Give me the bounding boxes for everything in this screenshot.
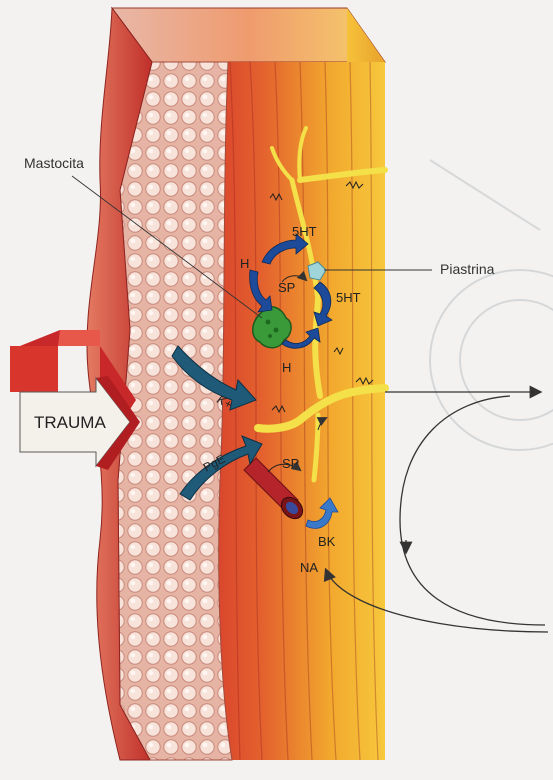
substance-p-label-bottom: SP [282, 456, 299, 471]
fat-cell-layer [118, 62, 232, 760]
histamine-label-bottom: H [282, 360, 291, 375]
platelet-label: Piastrina [440, 261, 495, 277]
mast-cell-label: Mastocita [24, 155, 84, 171]
histamine-label-top: H [240, 256, 249, 271]
bradykinin-label: BK [318, 534, 336, 549]
noradrenaline-label: NA [300, 560, 318, 575]
serotonin-label-top: 5HT [292, 224, 317, 239]
serotonin-label-right: 5HT [336, 290, 361, 305]
trauma-label: TRAUMA [34, 413, 106, 432]
tissue-top-face [112, 8, 385, 62]
substance-p-label-top: SP [278, 280, 295, 295]
background-sketch [430, 160, 553, 450]
